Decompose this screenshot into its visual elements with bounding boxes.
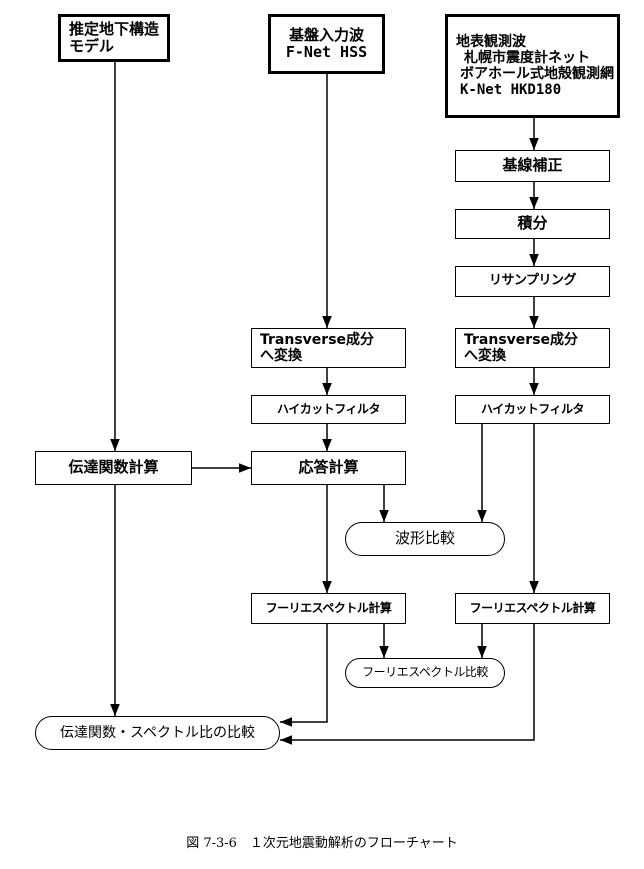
ground-model-box: 推定地下構造 モデル <box>58 14 170 62</box>
surface-obs-line1: 札幌市震度計ネット <box>464 49 590 66</box>
transverse-left-box: Transverse成分 へ変換 <box>251 328 406 368</box>
baseline-label: 基線補正 <box>502 156 563 175</box>
integration-box: 積分 <box>455 209 610 239</box>
highcut-right-label: ハイカットフィルタ <box>480 401 585 416</box>
fourier-compare-label: フーリエスペクトル比較 <box>362 665 488 680</box>
transverse-right-label: Transverse成分 へ変換 <box>464 331 579 364</box>
highcut-right-box: ハイカットフィルタ <box>455 395 610 424</box>
surface-obs-line3: K-Net HKD180 <box>460 82 562 99</box>
baseline-box: 基線補正 <box>455 150 610 182</box>
final-compare-label: 伝達関数・スペクトル比の比較 <box>59 724 256 741</box>
surface-obs-box: 地表観測波 札幌市震度計ネット ボアホール式地殻観測網 K-Net HKD180 <box>445 14 620 118</box>
resampling-label: リサンプリング <box>488 273 577 289</box>
transfer-calc-label: 伝達関数計算 <box>68 458 159 477</box>
arrow-fourier-left-to-final <box>280 624 328 727</box>
transverse-right-box: Transverse成分 へ変換 <box>455 328 610 368</box>
figure-caption: 図 7-3-6 １次元地震動解析のフローチャート <box>186 836 458 851</box>
fourier-compare-box: フーリエスペクトル比較 <box>345 658 505 688</box>
input-wave-box: 基盤入力波 F-Net HSS <box>268 14 385 74</box>
final-compare-box: 伝達関数・スペクトル比の比較 <box>35 716 280 750</box>
input-wave-sub: F-Net HSS <box>285 43 368 61</box>
fourier-right-box: フーリエスペクトル計算 <box>455 593 610 624</box>
integration-label: 積分 <box>517 214 548 233</box>
response-calc-box: 応答計算 <box>251 451 406 485</box>
surface-obs-title: 地表観測波 <box>456 33 526 50</box>
resampling-box: リサンプリング <box>455 266 610 297</box>
fourier-left-box: フーリエスペクトル計算 <box>251 593 406 624</box>
arrow-fourier-right-to-final <box>280 624 535 745</box>
ground-model-label: 推定地下構造 モデル <box>69 20 160 56</box>
waveform-compare-label: 波形比較 <box>394 529 455 548</box>
fourier-left-label: フーリエスペクトル計算 <box>265 600 392 615</box>
waveform-compare-box: 波形比較 <box>345 522 505 556</box>
transverse-left-label: Transverse成分 へ変換 <box>260 331 375 364</box>
highcut-left-box: ハイカットフィルタ <box>251 395 406 424</box>
response-calc-label: 応答計算 <box>298 458 359 477</box>
input-wave-title: 基盤入力波 <box>288 25 364 44</box>
surface-obs-line2: ボアホール式地殻観測網 <box>460 66 614 82</box>
fourier-right-label: フーリエスペクトル計算 <box>469 600 596 615</box>
highcut-left-label: ハイカットフィルタ <box>276 401 381 416</box>
transfer-calc-box: 伝達関数計算 <box>35 451 192 485</box>
